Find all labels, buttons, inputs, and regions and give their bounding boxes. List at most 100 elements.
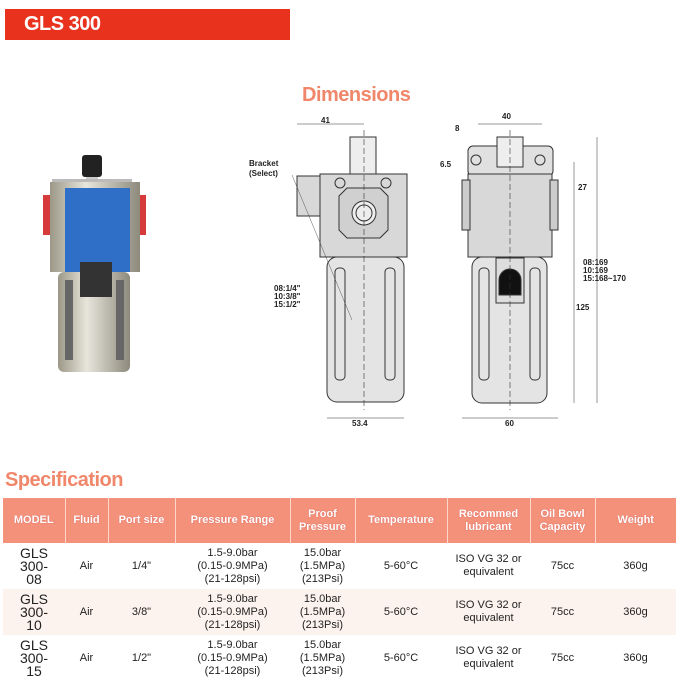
dimension-drawing [291, 123, 598, 419]
dim-41: 41 [321, 116, 330, 125]
col-model: MODEL [3, 498, 66, 543]
table-row: GLS 300-10 Air 3/8" 1.5-9.0bar(0.15-0.9MPa)… [3, 589, 676, 635]
weight-cell: 360g [595, 635, 676, 681]
proof-cell-text: 15.0bar [303, 638, 342, 651]
pressure-cell-text: (21-128psi) [204, 664, 261, 677]
lub-cell-text: ISO VG 32 or [455, 553, 522, 565]
proof-cell-text: (213Psi) [302, 572, 343, 585]
height-label: 08:169 [583, 258, 608, 267]
temp-cell: 5-60°C [355, 543, 447, 589]
product-photo [43, 155, 146, 372]
pressure-cell-text: (0.15-0.9MPa) [197, 651, 268, 664]
specification-heading: Specification [5, 469, 123, 491]
weight-cell: 360g [595, 543, 676, 589]
bracket-label: Bracket [249, 159, 279, 168]
weight-cell-text: 360g [623, 559, 648, 572]
col-proof: Proof Pressure [290, 498, 356, 543]
height-label: 15:168~170 [583, 274, 626, 283]
port-cell-text: 1/2" [131, 651, 152, 664]
dim-8: 8 [455, 124, 460, 133]
proof-cell-text: (1.5MPa) [299, 651, 346, 664]
dim-60: 60 [505, 419, 514, 428]
pressure-cell-text: 1.5-9.0bar [207, 592, 258, 605]
pressure-cell: 1.5-9.0bar(0.15-0.9MPa)(21-128psi) [175, 543, 290, 589]
model-cell: GLS 300-15 [3, 635, 65, 681]
temp-cell-text: 5-60°C [383, 651, 419, 664]
temp-cell: 5-60°C [355, 589, 447, 635]
col-pressure: Pressure Range [175, 498, 291, 543]
pressure-cell-text: (0.15-0.9MPa) [197, 559, 268, 572]
fluid-cell: Air [65, 543, 108, 589]
col-port: Port size [108, 498, 176, 543]
port-cell-text: 1/4" [131, 559, 152, 572]
port-cell-text: 3/8" [131, 605, 152, 618]
lub-cell-text: ISO VG 32 or [455, 645, 522, 657]
pressure-cell-text: (21-128psi) [204, 572, 261, 585]
port-label: 15:1/2" [274, 300, 301, 309]
port-leader [291, 174, 353, 321]
pressure-cell-text: 1.5-9.0bar [207, 638, 258, 651]
oil-cell-text: 75cc [550, 651, 575, 664]
dim-53-4: 53.4 [352, 419, 368, 428]
weight-cell-text: 360g [623, 651, 648, 664]
col-temp: Temperature [355, 498, 448, 543]
col-fluid: Fluid [65, 498, 109, 543]
temp-cell-text: 5-60°C [383, 559, 419, 572]
proof-cell-text: 15.0bar [303, 592, 342, 605]
weight-cell-text: 360g [623, 605, 648, 618]
proof-cell-text: (213Psi) [302, 618, 343, 631]
table-header: MODEL Fluid Port size Pressure Range Pro… [3, 498, 676, 543]
pressure-cell-text: 1.5-9.0bar [207, 546, 258, 559]
lub-cell-text: equivalent [463, 566, 514, 578]
product-title: GLS 300 [24, 13, 101, 35]
port-cell: 1/4" [108, 543, 175, 589]
port-label: 08:1/4" [274, 284, 301, 293]
lub-cell-text: ISO VG 32 or [455, 599, 522, 611]
port-cell: 1/2" [108, 635, 175, 681]
fluid-cell-text: Air [79, 559, 94, 572]
col-oil: Oil Bowl Capacity [530, 498, 596, 543]
lub-cell-text: equivalent [463, 612, 514, 624]
model-cell-text: GLS 300-15 [19, 636, 49, 679]
port-label: 10:3/8" [274, 292, 301, 301]
title-bar: GLS 300 [5, 9, 290, 40]
col-lub: Recommed lubricant [447, 498, 531, 543]
model-cell-text: GLS 300-08 [19, 544, 49, 587]
proof-cell: 15.0bar(1.5MPa)(213Psi) [290, 589, 355, 635]
port-cell: 3/8" [108, 589, 175, 635]
dim-6-5: 6.5 [440, 160, 452, 169]
proof-cell-text: (1.5MPa) [299, 559, 346, 572]
oil-cell: 75cc [530, 635, 595, 681]
model-cell: GLS 300-10 [3, 589, 65, 635]
fluid-cell-text: Air [79, 605, 94, 618]
temp-cell-text: 5-60°C [383, 605, 419, 618]
fluid-cell-text: Air [79, 651, 94, 664]
pressure-cell-text: (21-128psi) [204, 618, 261, 631]
temp-cell: 5-60°C [355, 635, 447, 681]
proof-cell-text: 15.0bar [303, 546, 342, 559]
oil-cell: 75cc [530, 589, 595, 635]
oil-cell-text: 75cc [550, 559, 575, 572]
pressure-cell-text: (0.15-0.9MPa) [197, 605, 268, 618]
model-cell: GLS 300-08 [3, 543, 65, 589]
proof-cell-text: (1.5MPa) [299, 605, 346, 618]
proof-cell: 15.0bar(1.5MPa)(213Psi) [290, 635, 355, 681]
dimension-labels: 41 53.4 40 8 6.5 27 125 60 Bracket (Sele… [249, 112, 626, 428]
dimensions-heading: Dimensions [302, 84, 411, 106]
dim-125: 125 [576, 303, 590, 312]
oil-cell: 75cc [530, 543, 595, 589]
pressure-cell: 1.5-9.0bar(0.15-0.9MPa)(21-128psi) [175, 635, 290, 681]
height-label: 10:169 [583, 266, 608, 275]
pressure-cell: 1.5-9.0bar(0.15-0.9MPa)(21-128psi) [175, 589, 290, 635]
dim-27: 27 [578, 183, 587, 192]
fluid-cell: Air [65, 635, 108, 681]
fluid-cell: Air [65, 589, 108, 635]
weight-cell: 360g [595, 589, 676, 635]
table-row: GLS 300-15 Air 1/2" 1.5-9.0bar(0.15-0.9MPa)… [3, 635, 676, 681]
table-row: GLS 300-08 Air 1/4" 1.5-9.0bar(0.15-0.9MPa)… [3, 543, 676, 589]
dim-40: 40 [502, 112, 511, 121]
proof-cell: 15.0bar(1.5MPa)(213Psi) [290, 543, 355, 589]
oil-cell-text: 75cc [550, 605, 575, 618]
